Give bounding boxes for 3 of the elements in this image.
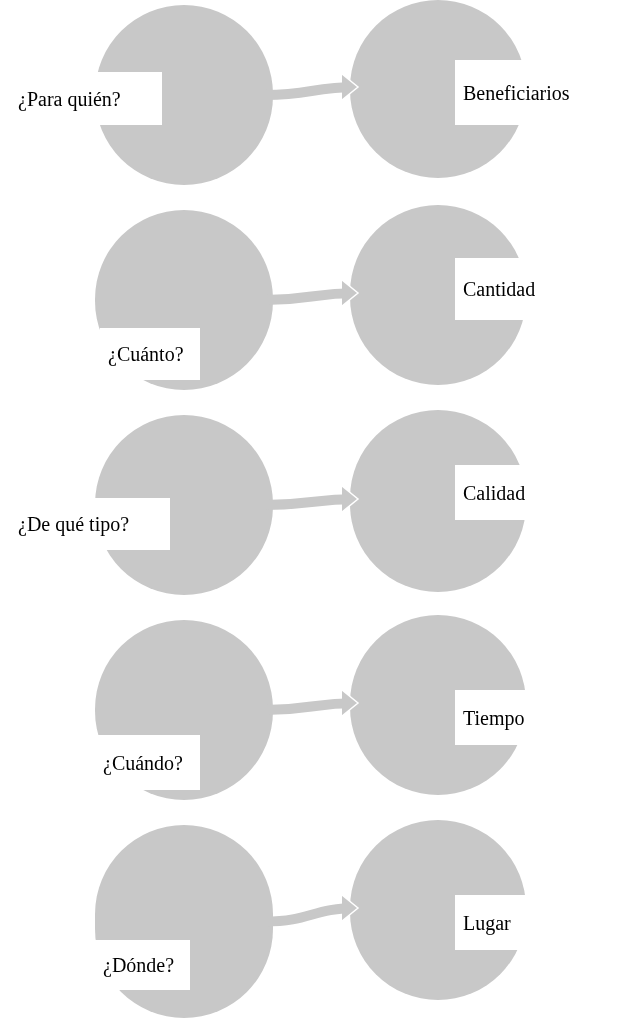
text-label: ¿Cuánto?	[100, 328, 200, 380]
text-label: ¿Cuándo?	[95, 735, 200, 790]
text-label: ¿Dónde?	[95, 940, 190, 990]
